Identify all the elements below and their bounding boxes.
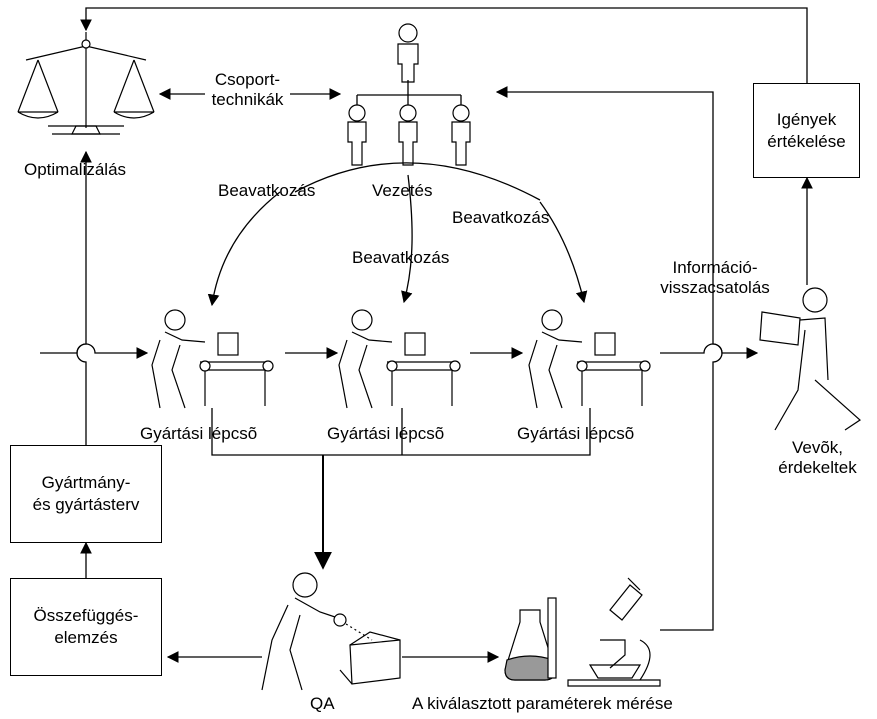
production-line-arrow-1 <box>40 343 149 359</box>
production-line-arrow-4 <box>660 343 759 359</box>
customers-line1: Vevõk, <box>791 438 844 457</box>
production-step-icon-1 <box>151 309 274 409</box>
needs-evaluation-line2: értékelése <box>767 131 846 151</box>
intervention-label-left: Beavatkozás <box>218 181 316 200</box>
information-feedback-line2: visszacsatolás <box>660 278 770 297</box>
production-step-icon-2 <box>338 309 461 409</box>
plan-to-optimization-arrow <box>76 150 92 445</box>
top-feedback-arrow <box>80 7 808 83</box>
information-feedback-line1: Információ- <box>672 258 758 277</box>
manager-icon <box>397 23 419 83</box>
customers-line2: érdekeltek <box>778 458 857 477</box>
optimization-label: Optimalizálás <box>24 160 127 179</box>
group-techniques-line2: technikák <box>211 90 284 109</box>
correlation-analysis-box: Összefüggés- elemzés <box>10 578 162 676</box>
production-step-icon-3 <box>528 309 651 409</box>
qa-label: QA <box>310 694 335 713</box>
intervention-label-mid: Beavatkozás <box>352 248 450 267</box>
production-step-label-1: Gyártási lépcsõ <box>140 424 258 443</box>
correlation-analysis-line1: Összefüggés- <box>33 606 139 625</box>
correlation-analysis-line2: elemzés <box>54 628 118 647</box>
group-techniques-label: Csoport- technikák <box>200 70 295 110</box>
intervention-arrow-left <box>207 191 281 307</box>
intervention-label-right: Beavatkozás <box>452 208 550 227</box>
team-member-icon-1 <box>347 104 367 166</box>
production-step-label-3: Gyártási lépcsõ <box>517 424 635 443</box>
production-step-label-2: Gyártási lépcsõ <box>327 424 445 443</box>
team-member-icon-3 <box>451 104 471 166</box>
balance-scale-icon <box>17 32 155 135</box>
product-process-plan-line2: és gyártásterv <box>32 495 140 514</box>
needs-evaluation-line1: Igények <box>776 109 837 129</box>
management-arc <box>294 162 541 201</box>
intervention-arrow-right <box>539 201 588 304</box>
information-feedback-label: Információ- visszacsatolás <box>655 258 775 298</box>
customers-label: Vevõk, érdekeltek <box>770 438 865 478</box>
qa-inspector-icon <box>261 572 401 691</box>
group-techniques-line1: Csoport- <box>214 70 281 89</box>
lab-equipment-icon <box>504 577 661 687</box>
team-member-icon-2 <box>398 104 418 166</box>
measurement-label: A kiválasztott paraméterek mérése <box>412 694 673 713</box>
product-process-plan-line1: Gyártmány- <box>41 473 131 492</box>
customer-icon <box>759 287 861 431</box>
needs-evaluation-box: Igények értékelése <box>753 83 860 178</box>
management-label: Vezetés <box>372 181 433 200</box>
product-process-plan-box: Gyártmány- és gyártásterv <box>10 445 162 543</box>
intervention-arrow-mid <box>401 174 413 304</box>
steps-collection-bracket <box>211 408 591 456</box>
org-chart <box>356 80 462 105</box>
